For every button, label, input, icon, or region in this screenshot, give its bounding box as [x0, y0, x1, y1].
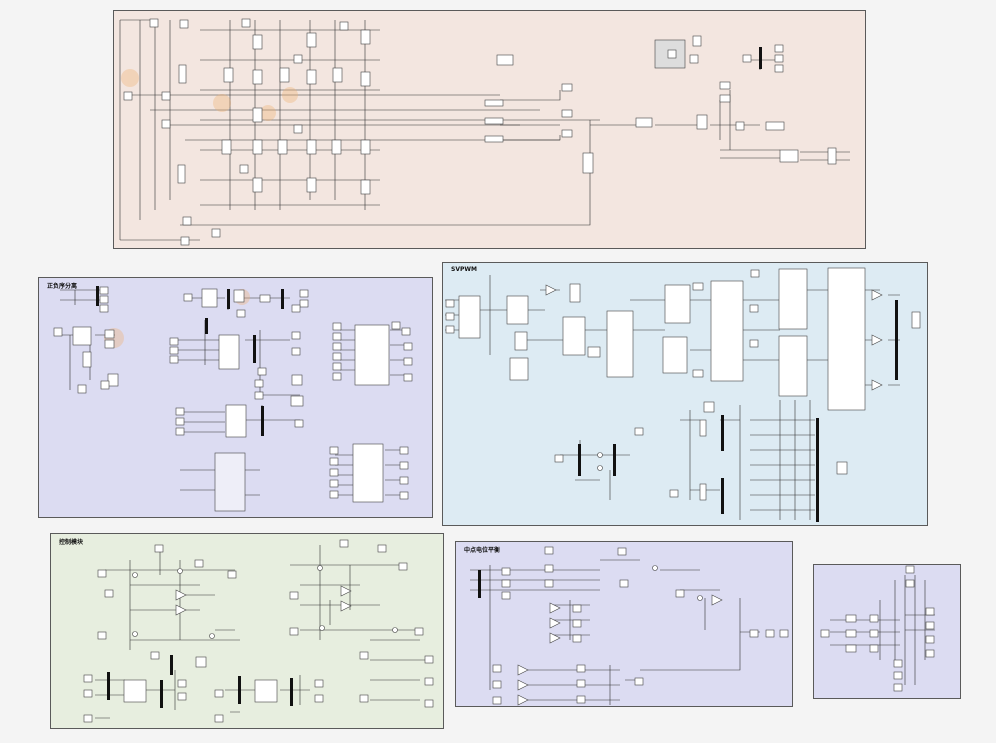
area-label-svpwm: SVPWM	[451, 266, 477, 273]
area-label-sequence-separation: 正负序分离	[47, 283, 78, 290]
area-svpwm: SVPWM	[442, 262, 928, 526]
area-sequence-separation: 正负序分离	[38, 277, 433, 518]
circuit-area-top	[113, 10, 866, 249]
area-label-neutral-point-balance: 中点电位平衡	[464, 547, 501, 554]
area-label-control-module: 控制模块	[59, 539, 84, 546]
area-control-module: 控制模块	[50, 533, 444, 729]
area-bottom-right	[813, 564, 961, 699]
area-neutral-point-balance: 中点电位平衡	[455, 541, 793, 707]
